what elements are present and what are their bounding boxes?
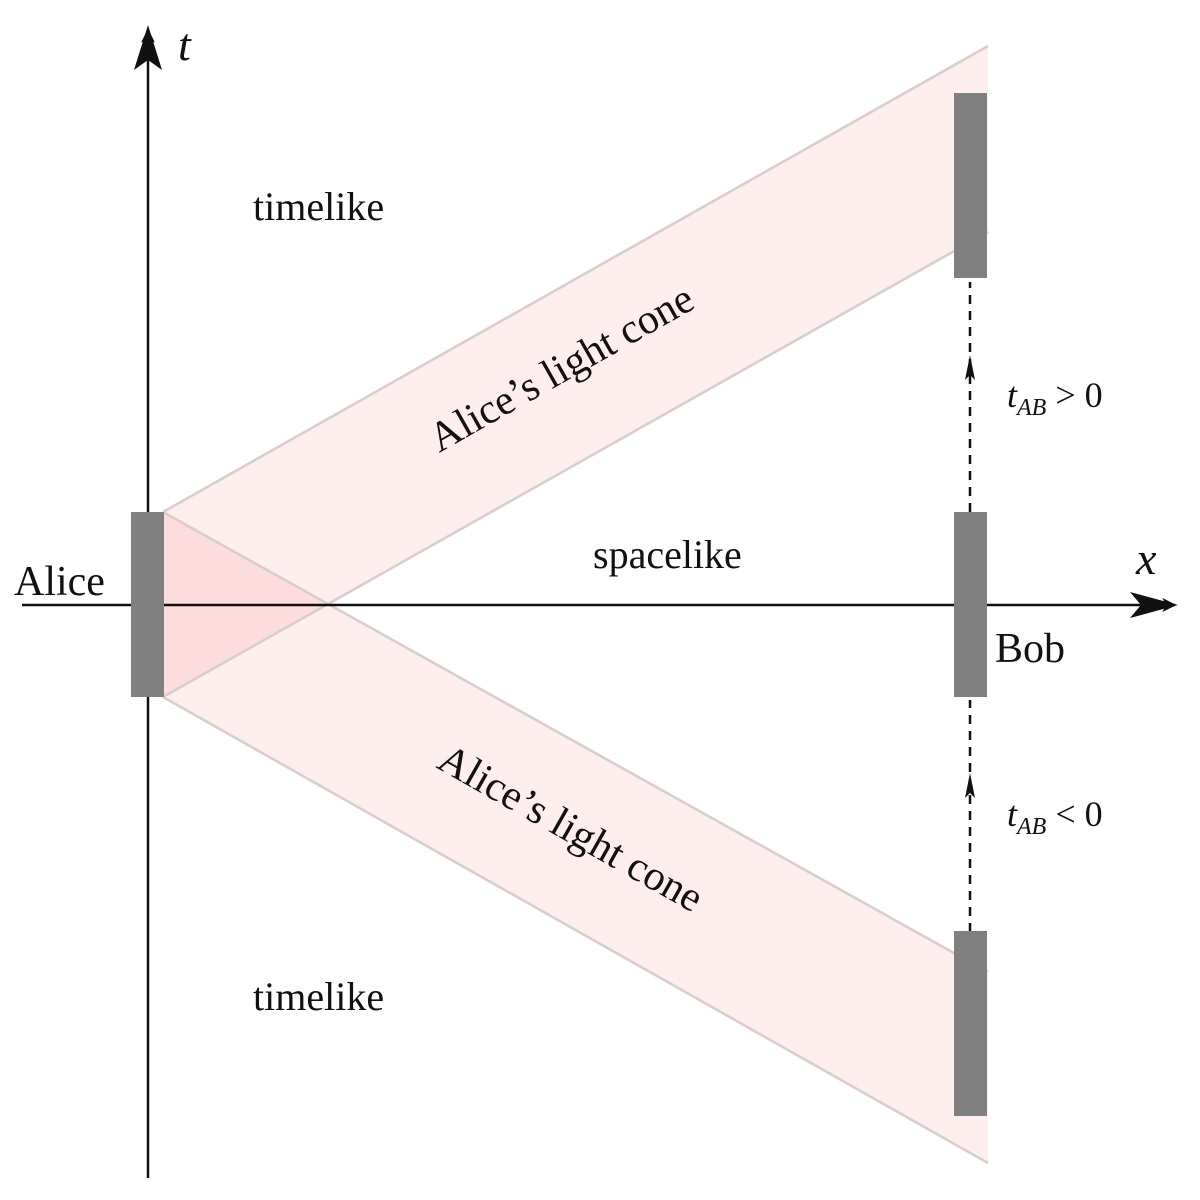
future-interval-rel: > 0 xyxy=(1046,375,1102,415)
past-interval-arrow xyxy=(965,700,975,932)
spacelike-label: spacelike xyxy=(593,532,742,577)
bob-past-bar xyxy=(954,931,987,1116)
alice-label: Alice xyxy=(14,559,105,605)
bob-present-bar xyxy=(954,512,987,697)
lower-light-cone-band xyxy=(163,512,988,1163)
future-interval-sub: AB xyxy=(1015,395,1047,421)
bob-label: Bob xyxy=(995,626,1065,672)
future-interval-arrow xyxy=(965,282,975,512)
timelike-top-label: timelike xyxy=(253,184,384,229)
past-interval-rel: < 0 xyxy=(1046,794,1102,834)
past-interval-var: t xyxy=(1007,794,1018,834)
upper-light-cone-band xyxy=(163,46,988,697)
future-interval-var: t xyxy=(1007,375,1018,415)
bob-future-bar xyxy=(954,93,987,278)
past-interval-sub: AB xyxy=(1015,814,1047,840)
timelike-bottom-label: timelike xyxy=(253,974,384,1019)
past-interval-label: tAB < 0 xyxy=(1007,794,1103,840)
x-axis-label: x xyxy=(1135,533,1157,584)
light-cone-edges xyxy=(162,44,989,1165)
future-interval-label: tAB > 0 xyxy=(1007,375,1103,421)
alice-worldline-bar xyxy=(131,512,164,697)
t-axis-label: t xyxy=(178,19,192,70)
t-axis-arrowhead xyxy=(134,25,162,70)
x-axis-arrowhead xyxy=(1130,592,1178,618)
